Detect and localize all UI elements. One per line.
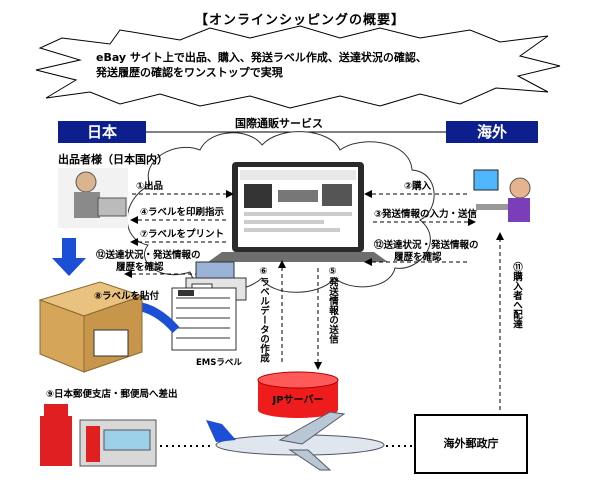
overseas-postal-box: 海外郵政庁 — [414, 414, 528, 474]
jp-server-cylinder — [257, 371, 339, 418]
step-5-label: ⑤発送情報の送信 — [327, 266, 338, 344]
summary-line-1: eBay サイト上で出品、購入、発送ラベル作成、送達状況の確認、 — [96, 51, 427, 64]
burst-shape — [35, 25, 561, 109]
region-japan: 日本 — [58, 121, 146, 143]
step-4-label: ④ラベルを印刷指示 — [140, 207, 225, 218]
step-2-label: ②購入 — [404, 181, 432, 192]
step-1-label: ①出品 — [136, 181, 164, 192]
blue-down-arrow — [52, 238, 86, 276]
step-12-right-line-1: ⑫送達状況・発送情報の — [374, 240, 479, 251]
arrowheads — [124, 190, 504, 370]
laptop-illustration — [208, 162, 388, 262]
summary-text: eBay サイト上で出品、購入、発送ラベル作成、送達状況の確認、 発送履歴の確認… — [96, 50, 516, 80]
step-12-right-line-2: 履歴を確認 — [394, 252, 442, 263]
seller-illustration — [58, 168, 128, 228]
step-11-label: ⑪購入者へ配達 — [511, 262, 522, 329]
step-7-label: ⑦ラベルをプリント — [140, 229, 225, 240]
region-overseas: 海外 — [446, 121, 538, 143]
airplane-illustration — [206, 411, 385, 471]
summary-line-2: 発送履歴の確認をワンストップで実現 — [96, 66, 283, 79]
package-box — [38, 281, 144, 373]
page-title: 【オンラインシッピングの概要】 — [194, 13, 405, 28]
ems-label-caption: EMSラベル — [196, 358, 242, 368]
service-name: 国際通販サービス — [232, 115, 326, 131]
step-8-label: ⑧ラベルを貼付 — [94, 291, 160, 302]
step-6-label: ⑥ラベルデータの作成 — [258, 266, 269, 363]
step-9-label: ⑨日本郵便支店・郵便局へ差出 — [46, 389, 178, 400]
step-3-label: ③発送情報の入力・送信 — [374, 209, 478, 220]
ems-label-sheet — [171, 287, 237, 351]
left-arrows — [132, 193, 501, 410]
jp-server-label: JPサーバー — [272, 395, 324, 406]
buyer-illustration — [473, 169, 531, 222]
post-office-illustration — [40, 404, 157, 467]
step-12-left-line-1: ⑫送達状況・発送情報の — [96, 250, 201, 261]
step-12-left-line-2: 履歴を確認 — [116, 262, 164, 273]
seller-label: 出品者様（日本国内） — [58, 153, 168, 166]
